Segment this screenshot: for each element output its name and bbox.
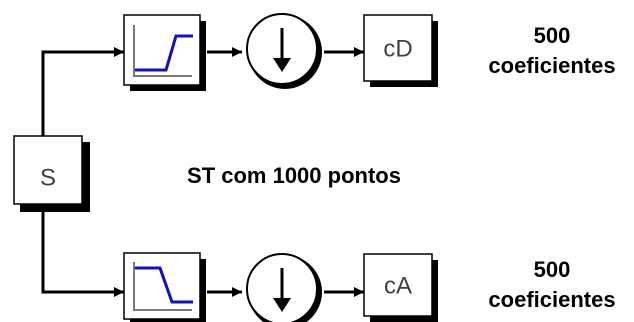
bottom-note-unit: coeficientes [488, 287, 615, 312]
downsample-arrow-icon [273, 268, 291, 312]
output-label-ca: cA [384, 272, 412, 299]
center-caption: ST com 1000 pontos [187, 163, 401, 188]
downsample-arrow-icon [273, 28, 291, 72]
highpass-filter-block [123, 14, 206, 91]
downsample-bottom [246, 253, 322, 322]
top-note-count: 500 [534, 23, 571, 48]
lowpass-filter-block [123, 252, 206, 322]
highpass-filter-icon [133, 25, 193, 77]
bottom-note-count: 500 [534, 257, 571, 282]
connector-lines [41, 47, 364, 297]
output-label-cd: cD [383, 35, 412, 62]
lowpass-filter-icon [133, 262, 193, 311]
source-label: S [40, 164, 56, 191]
downsample-top [246, 13, 322, 89]
output-block-cd: cD [363, 14, 438, 87]
top-note-unit: coeficientes [488, 53, 615, 78]
output-block-ca: cA [363, 253, 438, 322]
source-block-s: S [13, 135, 90, 212]
